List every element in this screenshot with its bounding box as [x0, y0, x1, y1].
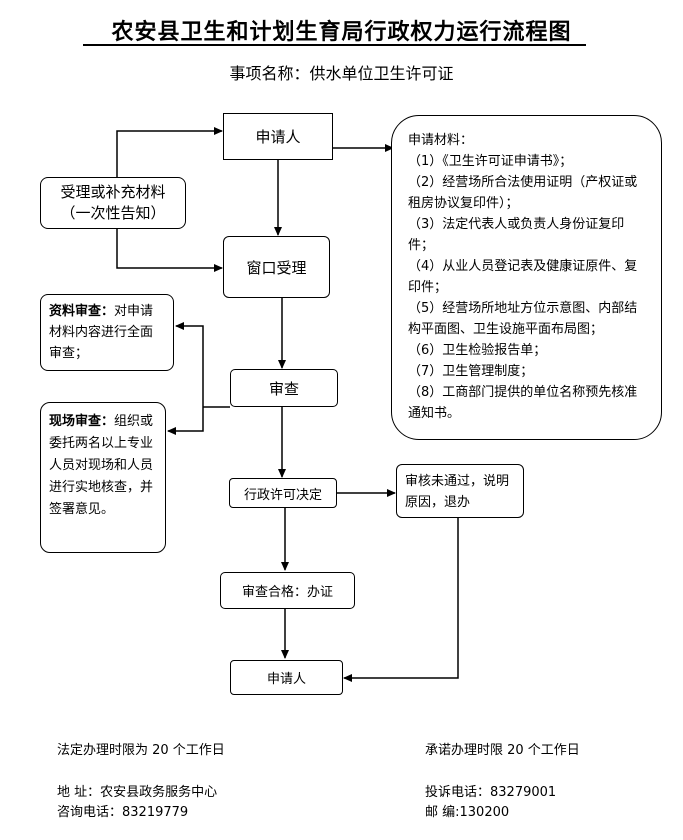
page-subtitle: 事项名称：供水单位卫生许可证 [229, 64, 454, 83]
node-approved-label: 审查合格：办证 [241, 585, 333, 600]
materials-item: （7）卫生管理制度； [408, 364, 534, 379]
materials-heading: 申请材料： [408, 133, 474, 148]
arrow-review-bracket-site [167, 407, 204, 435]
legal-time-limit: 法定办理时限为 20 个工作日 [57, 743, 225, 758]
consult-phone: 咨询电话：83219779 [57, 805, 189, 820]
materials-item: （5）经营场所地址方位示意图、内部结构平面图、卫生设施平面布局图； [408, 301, 638, 337]
node-applicant-bottom-label: 申请人 [266, 672, 306, 687]
node-rejected-label: 审核未通过，说明原因，退办 [405, 474, 510, 510]
materials-item: （8）工商部门提供的单位名称预先核准通知书。 [408, 385, 638, 421]
node-approved: 审查合格：办证 [220, 572, 355, 609]
arrow-supplement-to-applicant [116, 127, 223, 178]
address: 地 址：农安县政务服务中心 [57, 785, 218, 800]
site-review-text: 组织或委托两名以上专业人员对现场和人员进行实地核查，并签署意见。 [49, 414, 154, 517]
arrow-review-bracket-doc [175, 322, 204, 407]
node-decision: 行政许可决定 [229, 478, 337, 508]
node-review: 审查 [230, 369, 338, 407]
materials-item: （1）《卫生许可证申请书》； [408, 154, 573, 169]
arrow-supplement-to-window [116, 228, 223, 272]
node-review-label: 审查 [268, 379, 299, 398]
node-window-label: 窗口受理 [246, 258, 307, 277]
node-applicant-bottom: 申请人 [230, 660, 343, 695]
arrow-rejected-to-applicant [343, 518, 459, 682]
materials-item: （6）卫生检验报告单； [408, 343, 547, 358]
node-applicant-top-label: 申请人 [255, 128, 301, 146]
materials-item: （4）从业人员登记表及健康证原件、复印件； [408, 259, 638, 295]
node-window: 窗口受理 [223, 236, 330, 298]
postcode: 邮 编:130200 [425, 805, 510, 820]
materials-item: （3）法定代表人或负责人身份证复印件； [408, 217, 625, 253]
node-supplement: 受理或补充材料 （一次性告知） [40, 177, 186, 229]
node-decision-label: 行政许可决定 [243, 487, 322, 503]
site-review-label: 现场审查： [49, 414, 115, 429]
node-supplement-label: 受理或补充材料 （一次性告知） [60, 183, 166, 222]
doc-review-text: 对申请材料内容进行全面审查； [49, 304, 154, 361]
materials-note: 申请材料： （1）《卫生许可证申请书》； （2）经营场所合法使用证明（产权证或租… [391, 115, 662, 440]
complaint-phone: 投诉电话：83279001 [425, 785, 557, 800]
node-rejected: 审核未通过，说明原因，退办 [396, 464, 524, 518]
title-underline [83, 44, 586, 46]
page-title: 农安县卫生和计划生育局行政权力运行流程图 [111, 19, 572, 45]
node-applicant-top: 申请人 [223, 113, 333, 160]
promise-time-limit: 承诺办理时限 20 个工作日 [425, 743, 580, 758]
materials-item: （2）经营场所合法使用证明（产权证或租房协议复印件）； [408, 175, 638, 211]
site-review-box: 现场审查：组织或委托两名以上专业人员对现场和人员进行实地核查，并签署意见。 [40, 402, 166, 553]
doc-review-box: 资料审查：对申请材料内容进行全面审查； [40, 294, 174, 371]
doc-review-label: 资料审查： [49, 304, 115, 319]
